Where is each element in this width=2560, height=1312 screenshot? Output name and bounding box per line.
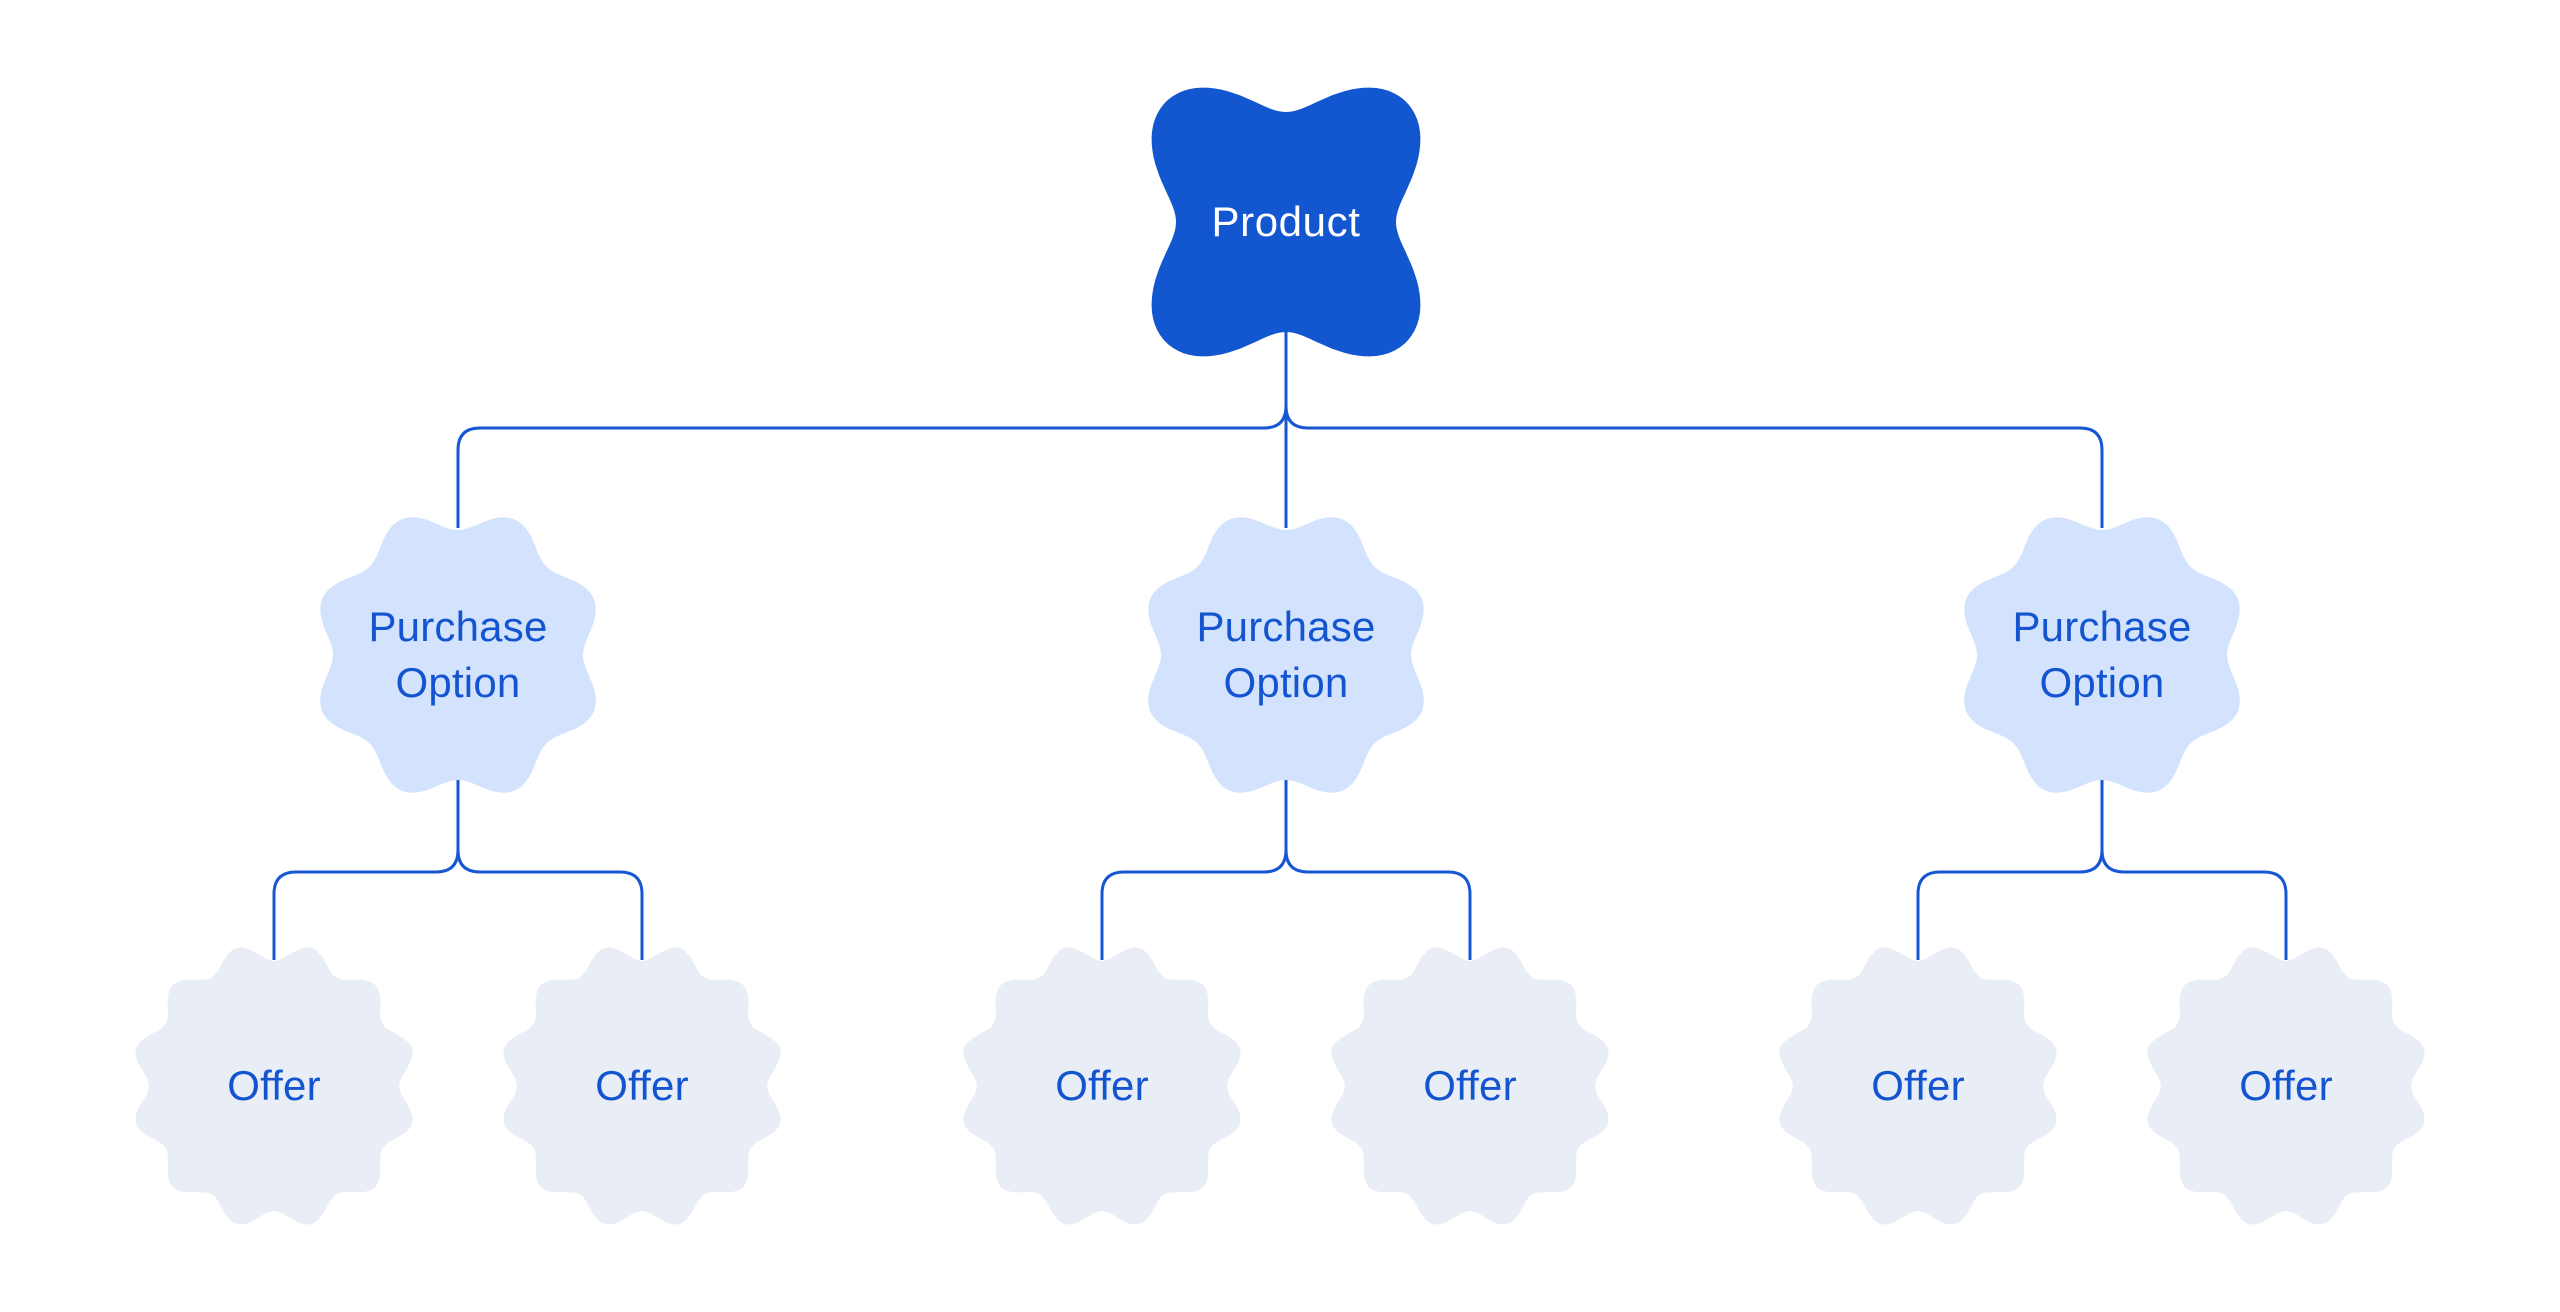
offer-node-1: Offer <box>124 936 424 1236</box>
offer-node-6: Offer <box>2136 936 2436 1236</box>
connector-left-option-to-offer-2 <box>456 779 644 960</box>
offer-label-1: Offer <box>227 1062 321 1109</box>
product-blob-shape <box>1151 87 1421 357</box>
purchase-option-blob-shape <box>1148 517 1424 793</box>
offer-node-3: Offer <box>952 936 1252 1236</box>
purchase-option-node-1: Purchase Option <box>308 505 608 805</box>
connector-middle-option-to-offer-4 <box>1284 779 1472 960</box>
offer-label-4: Offer <box>1423 1062 1517 1109</box>
purchase-option-label-3: Purchase Option <box>2012 603 2192 706</box>
purchase-option-blob-shape <box>1964 517 2240 793</box>
connector-right-option-to-offer-6 <box>2100 779 2288 960</box>
offer-label-2: Offer <box>595 1062 689 1109</box>
offer-blob-shape <box>963 947 1241 1225</box>
purchase-option-blob-shape <box>320 517 596 793</box>
purchase-option-node-3: Purchase Option <box>1952 505 2252 805</box>
offer-blob-shape <box>1331 947 1609 1225</box>
connector-product-to-right-option <box>1284 340 2104 528</box>
offer-blob-shape <box>135 947 413 1225</box>
connector-left-option-to-offer-1 <box>272 779 460 960</box>
offer-blob-shape <box>2147 947 2425 1225</box>
product-node-label: Product <box>1211 198 1361 245</box>
offer-label-5: Offer <box>1871 1062 1965 1109</box>
connector-right-option-to-offer-5 <box>1916 779 2104 960</box>
offer-node-4: Offer <box>1320 936 1620 1236</box>
purchase-option-label-1: Purchase Option <box>368 603 548 706</box>
purchase-option-label-2: Purchase Option <box>1196 603 1376 706</box>
offer-node-5: Offer <box>1768 936 2068 1236</box>
offer-label-6: Offer <box>2239 1062 2333 1109</box>
connector-middle-option-to-offer-3 <box>1100 779 1288 960</box>
product-node: Product <box>1111 47 1461 397</box>
offer-blob-shape <box>1779 947 2057 1225</box>
connector-product-to-left-option <box>456 340 1288 528</box>
offer-blob-shape <box>503 947 781 1225</box>
purchase-option-node-2: Purchase Option <box>1136 505 1436 805</box>
offer-node-2: Offer <box>492 936 792 1236</box>
offer-label-3: Offer <box>1055 1062 1149 1109</box>
